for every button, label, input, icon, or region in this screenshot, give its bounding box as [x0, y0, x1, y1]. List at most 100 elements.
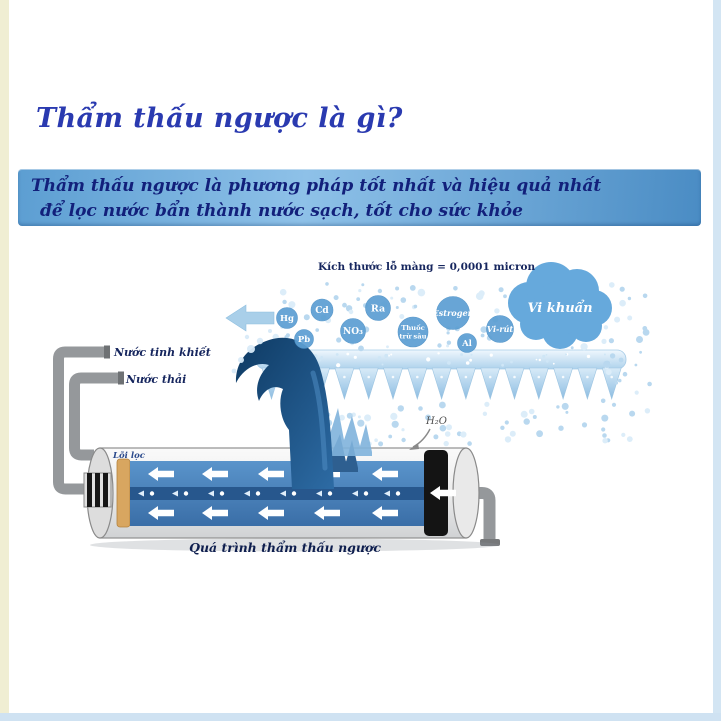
water-molecule	[219, 491, 225, 496]
pore-dot	[537, 375, 541, 379]
particle-dot	[639, 350, 642, 354]
membrane-speckle	[542, 354, 546, 358]
bacteria-label: Vi khuẩn	[527, 300, 592, 316]
particle-dot	[621, 432, 626, 437]
pore-dot	[391, 375, 395, 379]
particle-dot	[467, 441, 472, 446]
contaminant-ra: Ra	[365, 295, 391, 321]
pore-dot	[561, 375, 565, 379]
particle-dot	[315, 328, 320, 332]
particle-dot	[390, 296, 394, 300]
contaminant-circle	[340, 318, 366, 344]
membrane-speckle	[377, 356, 382, 360]
particle-dot	[409, 285, 416, 291]
pore-size-label: Kích thước lỗ màng = 0,0001 micron	[318, 259, 535, 273]
particle-dot	[339, 414, 345, 421]
particle-dot	[642, 293, 648, 299]
particle-dot	[504, 436, 512, 443]
contaminant-circle	[457, 333, 477, 353]
foam-bubble	[268, 329, 272, 333]
particle-dot	[325, 282, 329, 286]
particle-dot	[500, 425, 505, 430]
membrane-speckle	[489, 353, 493, 357]
particle-dot	[614, 381, 619, 385]
pore-dot	[610, 375, 613, 379]
flow-arrow-left-icon	[258, 467, 284, 481]
particle-dot	[417, 288, 426, 297]
particle-dot	[605, 369, 612, 375]
particle-dot	[619, 299, 626, 307]
fitting-stripe	[95, 473, 100, 507]
membrane-tooth	[553, 367, 574, 401]
contaminant-al: Al	[457, 333, 477, 353]
particle-dot	[601, 414, 609, 422]
particle-dot	[439, 401, 446, 409]
particle-dot	[603, 325, 609, 330]
particle-dot	[288, 301, 296, 309]
particle-dot	[608, 338, 615, 344]
membrane-speckle	[586, 354, 591, 359]
particle-dot	[395, 286, 400, 291]
particle-dot	[356, 297, 361, 301]
membrane-speckle	[510, 360, 513, 364]
membrane-tooth	[504, 367, 525, 401]
contaminant-circle	[436, 296, 470, 330]
particle-dot	[565, 410, 569, 414]
pure-water-label: Nước tinh khiết	[113, 346, 211, 359]
particle-dot	[611, 402, 617, 407]
membrane-speckle	[469, 358, 472, 362]
foam-bubble	[238, 357, 244, 363]
right-edge-strip	[713, 0, 721, 721]
contaminant-circle	[294, 329, 314, 349]
membrane-speckle	[320, 356, 324, 359]
particle-dot	[400, 297, 407, 303]
ro-membrane-housing	[83, 447, 480, 539]
contaminant-circle	[276, 307, 298, 329]
membrane-tooth	[358, 367, 379, 401]
particle-dot	[444, 431, 451, 437]
outlet-pipe-path	[462, 487, 496, 540]
contaminant-label: Ra	[371, 303, 385, 314]
contaminant-pb: Pb	[294, 329, 314, 349]
particle-dot	[558, 425, 564, 431]
particle-dot	[600, 398, 606, 404]
particle-dot	[536, 430, 543, 438]
contaminant-cd: Cd	[310, 298, 334, 322]
particle-dot	[364, 414, 372, 422]
particle-dot	[601, 427, 606, 432]
particle-dot	[503, 294, 507, 299]
membrane-speckle	[545, 354, 548, 356]
molecule-arrow-icon	[244, 490, 250, 497]
membrane-speckle	[335, 353, 339, 356]
particle-dot	[523, 418, 530, 425]
contaminant-label: Al	[461, 339, 473, 349]
membrane-speckle	[501, 363, 504, 367]
particle-dot	[399, 314, 405, 319]
particle-dot	[285, 333, 290, 338]
water-molecule	[255, 491, 261, 496]
particle-dot	[446, 340, 452, 345]
particle-dot	[378, 441, 384, 447]
flow-arrow-left-icon	[372, 506, 398, 520]
particle-dot	[581, 422, 588, 428]
particle-dot	[609, 353, 616, 359]
contaminant-label: Cd	[315, 306, 329, 316]
particle-dot	[561, 402, 569, 410]
particle-dot	[425, 414, 432, 421]
foam-bubble	[231, 368, 237, 374]
outlet-pipe-flange	[480, 539, 500, 546]
waste-water-pipe	[69, 372, 120, 461]
particle-dot	[627, 315, 633, 321]
particle-dot	[357, 415, 361, 419]
intro-banner: Thẩm thấu ngược là phương pháp tốt nhất …	[18, 169, 701, 226]
contaminant-hg: Hg	[276, 307, 298, 329]
pore-dot	[464, 375, 468, 379]
membrane-tooth	[480, 367, 501, 401]
contaminant-label: Thuốc	[401, 323, 425, 332]
particle-dot	[358, 289, 362, 293]
comb-teeth	[261, 367, 622, 401]
particle-dot	[453, 286, 458, 291]
outlet-pipe-right	[462, 487, 500, 546]
